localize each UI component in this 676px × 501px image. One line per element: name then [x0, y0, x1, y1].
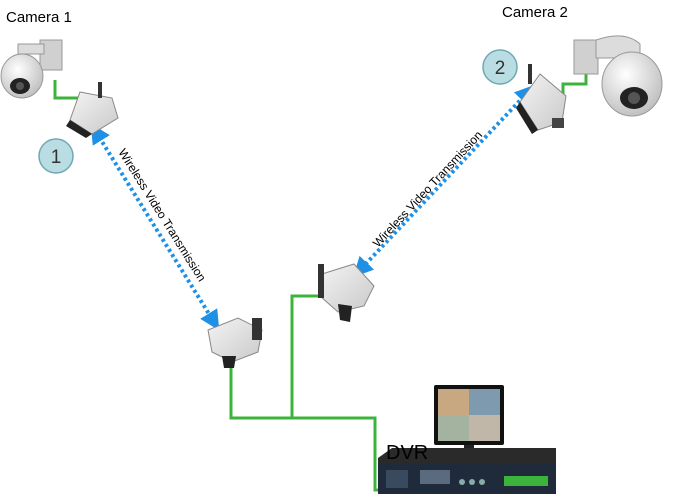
badge-2-number: 2 [495, 58, 506, 79]
dvr-monitor [434, 385, 504, 457]
wireless-link-2-label: Wireless Video Transmission [370, 128, 485, 250]
wireless-link-1: Wireless Video Transmission [90, 123, 220, 331]
badge-1-number: 1 [51, 147, 62, 168]
cable-receiver-1 [229, 363, 392, 492]
dvr-unit [378, 448, 556, 494]
receiver-2 [318, 263, 375, 322]
transmitter-1 [66, 82, 119, 138]
camera-1 [0, 39, 63, 99]
receiver-1 [207, 317, 263, 368]
camera-2-label: Camera 2 [502, 4, 568, 21]
badge-2: 2 [482, 49, 518, 85]
camera-2 [573, 35, 663, 117]
wireless-link-1-label: Wireless Video Transmission [115, 146, 208, 284]
transmitter-2 [516, 64, 567, 134]
badge-1: 1 [38, 138, 74, 174]
cable-camera-2 [561, 72, 588, 100]
wireless-link-2: Wireless Video Transmission [353, 84, 535, 278]
cable-receiver-2 [290, 294, 330, 418]
camera-1-label: Camera 1 [6, 9, 72, 26]
dvr-label: DVR [386, 442, 428, 464]
